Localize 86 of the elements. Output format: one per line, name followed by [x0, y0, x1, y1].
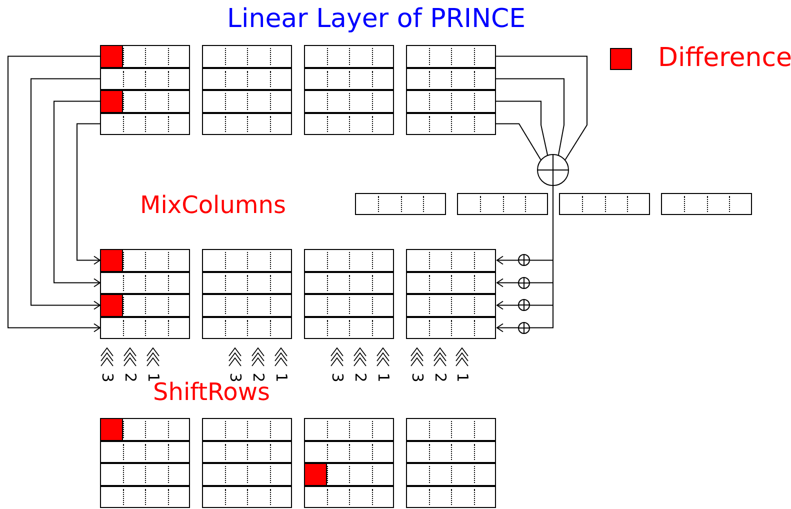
state-row: [202, 418, 292, 440]
state-row: [406, 294, 496, 316]
state-row: [304, 440, 394, 463]
connector-line: [76, 123, 100, 265]
state-row: [304, 486, 394, 508]
state-row: [406, 68, 496, 90]
rotation-number: 3: [99, 372, 114, 382]
connector-line: [30, 78, 100, 310]
state-row: [202, 249, 292, 272]
state-row: [202, 440, 292, 463]
connector-line: [496, 78, 564, 156]
connector-line: [496, 323, 518, 332]
xor-symbol: [537, 154, 569, 186]
state-row: [304, 249, 394, 272]
rotation-number: 3: [227, 372, 242, 382]
state-row: [304, 112, 394, 135]
state-row: [406, 90, 496, 112]
state-row: [100, 68, 190, 90]
rotation-number: 2: [352, 372, 368, 382]
state-row: [202, 463, 292, 486]
state-row: [406, 112, 496, 135]
state-row: [202, 294, 292, 316]
xor-symbol: [518, 276, 530, 289]
connector-line: [496, 100, 548, 156]
state-row: [406, 486, 496, 508]
rotation-number: 2: [250, 372, 266, 382]
legend-label: Difference: [658, 45, 791, 71]
state-row: [100, 463, 190, 486]
operation-label: MixColumns: [140, 193, 286, 217]
state-row: [202, 486, 292, 508]
connector-line: [496, 56, 588, 160]
state-row: [406, 249, 496, 272]
xor-symbol: [518, 299, 530, 312]
state-row: [304, 90, 394, 112]
xor-symbol: [518, 254, 530, 266]
state-row: [406, 45, 496, 68]
state-row: [661, 193, 752, 215]
state-row: [202, 90, 292, 112]
connector-line: [54, 100, 100, 288]
rotation-number: 2: [432, 372, 448, 382]
state-row: [406, 316, 496, 339]
state-row: [406, 440, 496, 463]
xor-symbol: [518, 322, 530, 334]
state-row: [202, 272, 292, 294]
state-row: [100, 90, 190, 112]
state-row: [100, 249, 190, 272]
state-row: [100, 272, 190, 294]
state-row: [100, 112, 190, 135]
rotation-number: 1: [273, 372, 288, 382]
state-row: [559, 193, 650, 215]
state-row: [406, 463, 496, 486]
state-row: [100, 316, 190, 339]
rotation-number: 3: [329, 372, 344, 382]
state-row: [304, 272, 394, 294]
connector-line: [496, 278, 518, 288]
state-row: [406, 418, 496, 440]
rotation-number: 1: [454, 372, 470, 382]
connector-line: [496, 123, 542, 160]
diagram-title: Linear Layer of PRINCE: [227, 6, 526, 32]
connector-line: [530, 186, 554, 328]
state-row: [304, 294, 394, 316]
state-row: [304, 463, 394, 486]
state-row: [304, 418, 394, 440]
rotation-number: 1: [145, 372, 160, 382]
connector-line: [496, 300, 518, 310]
state-row: [100, 486, 190, 508]
rotation-number: 2: [122, 372, 138, 382]
state-row: [202, 45, 292, 68]
state-row: [304, 68, 394, 90]
state-row: [304, 316, 394, 339]
state-row: [100, 440, 190, 463]
operation-label: ShiftRows: [153, 380, 270, 404]
rotation-number: 1: [375, 372, 390, 382]
state-row: [406, 272, 496, 294]
connector-line: [496, 256, 518, 265]
connector-line: [8, 56, 100, 332]
state-row: [202, 112, 292, 135]
state-row: [100, 45, 190, 68]
state-row: [355, 193, 446, 215]
state-row: [202, 316, 292, 339]
rotation-number: 3: [409, 372, 424, 382]
state-row: [304, 45, 394, 68]
state-row: [202, 68, 292, 90]
state-row: [100, 294, 190, 316]
state-row: [457, 193, 548, 215]
state-row: [100, 418, 190, 440]
